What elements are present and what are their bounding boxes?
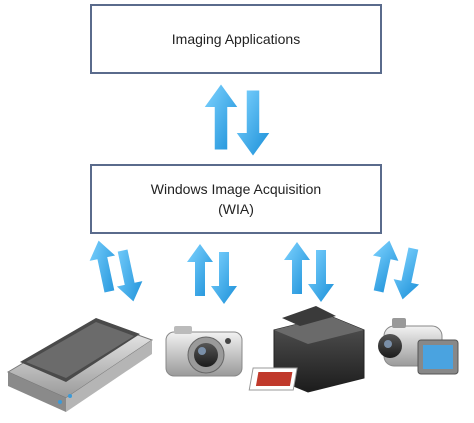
camera-down-arrow xyxy=(211,252,237,304)
video-camcorder-icon xyxy=(378,318,459,375)
imaging-applications-box: Imaging Applications xyxy=(90,4,382,74)
wia-label-line2: (WIA) xyxy=(218,201,254,217)
wia-label-line1: Windows Image Acquisition xyxy=(150,181,322,197)
wia-box: Windows Image Acquisition (WIA) xyxy=(90,164,382,234)
multifunction-printer-icon xyxy=(248,306,365,393)
scanner-down-arrow xyxy=(109,247,147,305)
imaging-applications-label: Imaging Applications xyxy=(171,31,301,47)
scanner-up-arrow xyxy=(85,237,123,295)
flatbed-scanner-icon xyxy=(6,318,154,412)
apps-wia-up-arrow xyxy=(204,84,238,150)
camera-up-arrow xyxy=(187,244,213,296)
apps-wia-down-arrow xyxy=(236,90,270,156)
printer-up-arrow xyxy=(284,242,310,294)
digital-camera-icon xyxy=(165,326,243,377)
printer-down-arrow xyxy=(308,250,334,302)
